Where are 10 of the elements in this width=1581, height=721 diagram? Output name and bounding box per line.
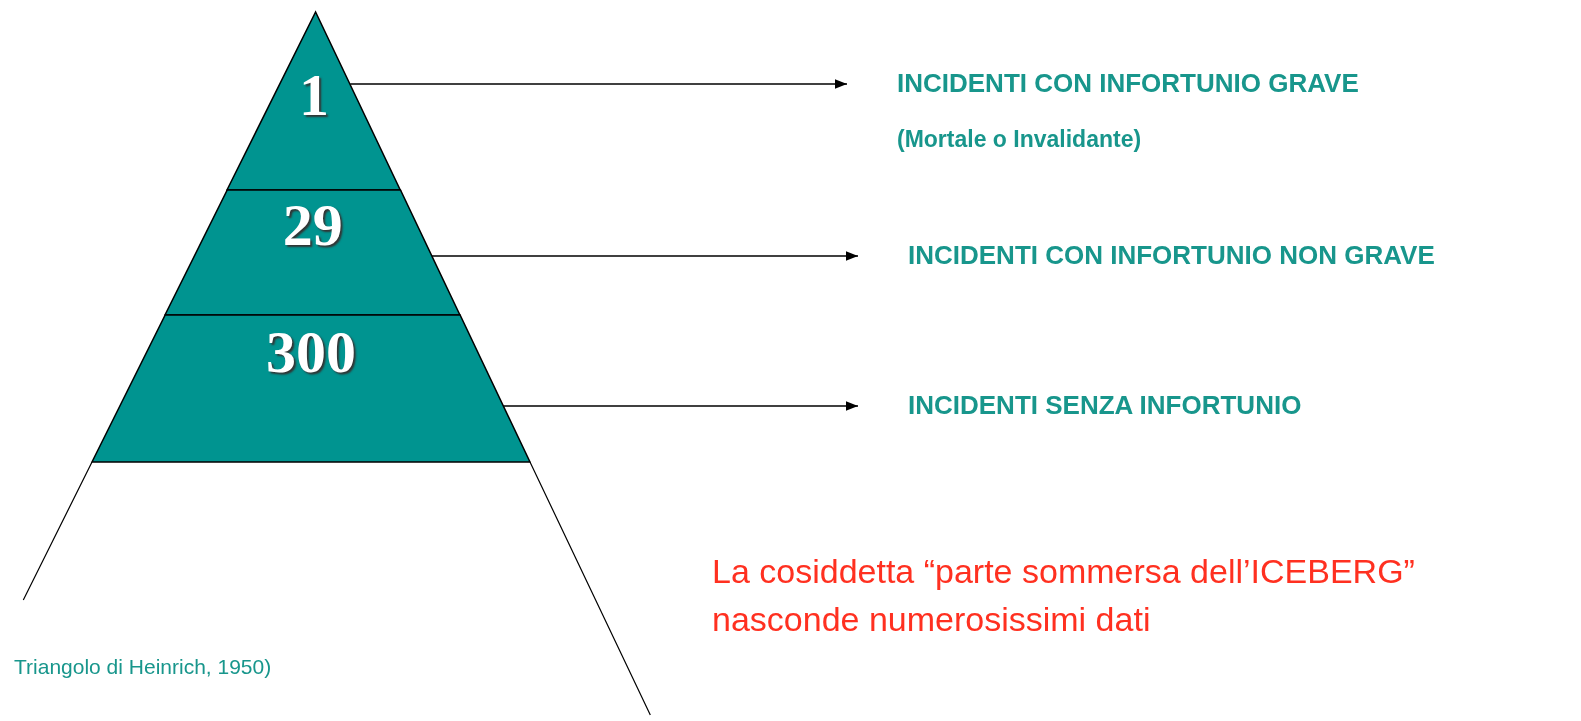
category-label: INCIDENTI CON INFORTUNIO NON GRAVE: [908, 240, 1435, 271]
count-number: 300: [265, 322, 357, 382]
arrow: [431, 251, 859, 261]
category-label: INCIDENTI CON INFORTUNIO GRAVE: [897, 68, 1359, 99]
count-number: 1: [298, 65, 330, 125]
note-text: La cosiddetta “parte sommersa dell’ICEBERG” nasconde numerosissimi dati: [712, 551, 1416, 640]
category-note: (Mortale o Invalidante): [897, 126, 1142, 153]
source-caption: Triangolo di Heinrich, 1950): [14, 654, 273, 680]
count-number: 29: [281, 195, 344, 255]
category-label: INCIDENTI SENZA INFORTUNIO: [908, 390, 1302, 421]
